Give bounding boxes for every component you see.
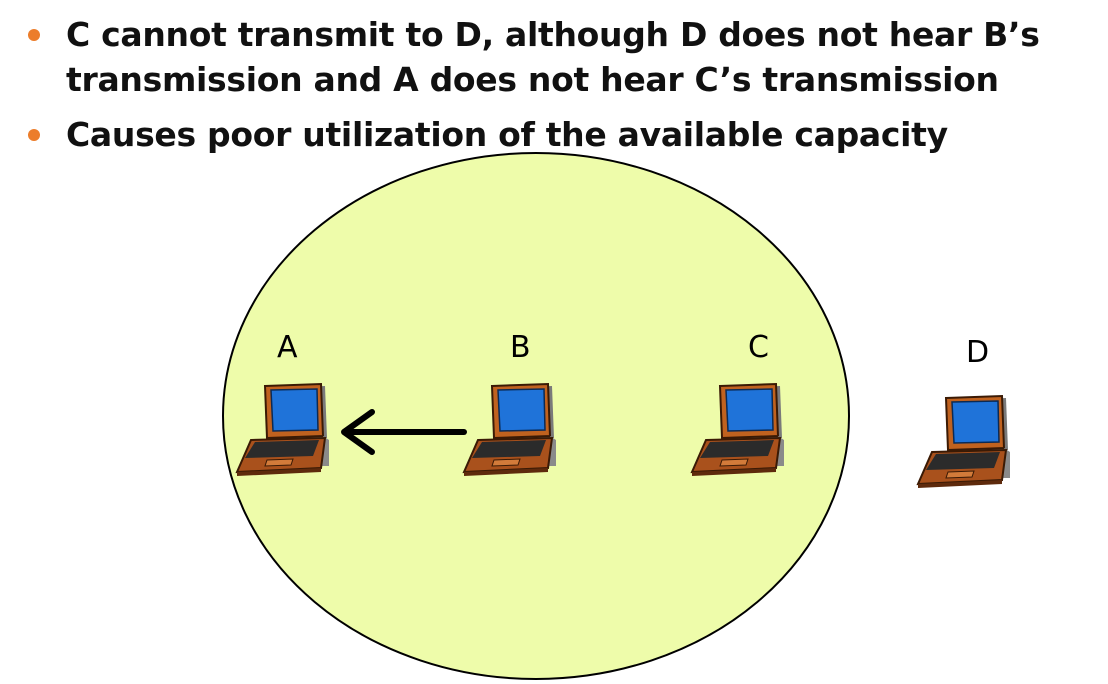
laptop-b (460, 380, 572, 480)
arrow-left-icon (341, 409, 467, 455)
laptop-icon (916, 394, 1010, 488)
bullet-text: C cannot transmit to D, although D does … (66, 12, 1106, 102)
laptop-d (914, 392, 1026, 492)
laptop-c (688, 380, 800, 480)
bullet-line: transmission and A does not hear C’s tra… (66, 60, 999, 99)
bullet-line: C cannot transmit to D, although D does … (66, 15, 1040, 54)
node-label-d: D (966, 335, 990, 370)
laptop-icon (235, 382, 329, 476)
laptop-a (233, 380, 345, 480)
bullet-line: Causes poor utilization of the available… (66, 115, 948, 154)
bullet-dot (28, 129, 40, 141)
bullet-dot (28, 29, 40, 41)
laptop-icon (690, 382, 784, 476)
bullet-text: Causes poor utilization of the available… (66, 112, 1106, 157)
laptop-icon (462, 382, 556, 476)
node-label-a: A (277, 330, 298, 365)
node-label-b: B (510, 330, 531, 365)
node-label-c: C (748, 330, 769, 365)
